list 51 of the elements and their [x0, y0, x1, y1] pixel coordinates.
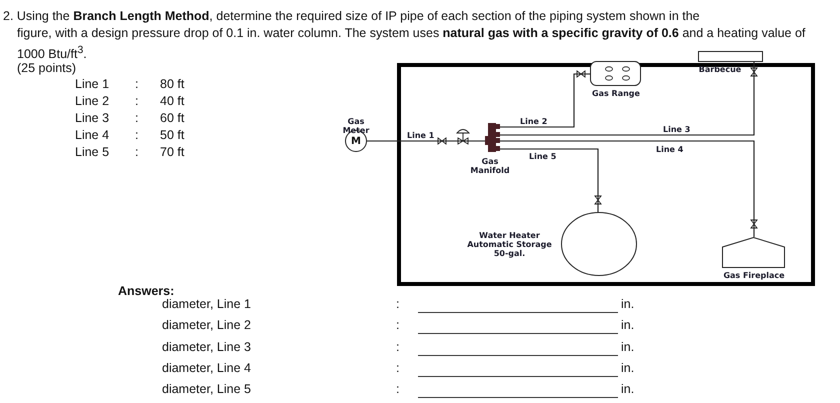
- appliance-label: Gas Range: [591, 89, 641, 98]
- label-text: (25 points): [17, 61, 76, 76]
- colon: :: [135, 128, 138, 143]
- colon: :: [396, 297, 400, 312]
- question-text: 2. Using the Branch Length Method, determine the required size of IP pipe of each section of the piping system shown in the figure, with a design pressure drop of 0.1 in. water column. The system uses natural gas with a specific gravity of 0.6 and a heating value of 1000 Btu/ft$^{3}$.: [3, 8, 806, 63]
- colon: :: [135, 145, 138, 160]
- appliance-label: Gas Fireplace: [722, 271, 786, 280]
- colon: :: [135, 111, 138, 126]
- label-text: in.: [621, 297, 634, 312]
- edge-label: Line 4: [655, 145, 684, 154]
- edge-label: Line 2: [519, 117, 548, 126]
- label-text: 80 ft: [160, 77, 184, 92]
- range-symbol: [590, 61, 641, 86]
- label-text: Line 3: [75, 111, 110, 126]
- label-text: in.: [621, 360, 634, 376]
- appliance-label: Water Heater Automatic Storage 50-gal.: [466, 231, 553, 258]
- label-text: Line 1: [75, 77, 110, 92]
- label-text: Line 2: [75, 94, 110, 109]
- colon: :: [135, 77, 138, 92]
- pipe-line: [500, 140, 755, 237]
- appliance-label: Barbecue: [698, 65, 742, 74]
- label-text: in.: [621, 318, 634, 334]
- label-text: Line 4: [75, 128, 110, 143]
- label-text: 70 ft: [160, 145, 184, 160]
- label-text: diameter, Line 4: [162, 360, 251, 376]
- edge-label: Line 1: [406, 131, 436, 140]
- manifold-symbol: [485, 123, 500, 152]
- colon: :: [396, 340, 400, 354]
- colon: :: [396, 360, 400, 376]
- edge-label: Line 5: [528, 152, 558, 161]
- label-text: Line 5: [75, 145, 110, 160]
- label-text: 60 ft: [160, 111, 184, 126]
- label-text: 50 ft: [160, 128, 184, 143]
- colon: :: [396, 318, 400, 334]
- label-text: diameter, Line 5: [162, 382, 251, 397]
- label-text: in.: [621, 382, 634, 397]
- fireplace-symbol: [722, 237, 785, 268]
- answers-heading: Answers:: [118, 284, 174, 299]
- tank-symbol: [561, 212, 637, 276]
- pipe-line: [500, 73, 590, 128]
- appliance-label: Gas Manifold: [469, 157, 511, 175]
- label-text: in.: [621, 340, 634, 354]
- colon: :: [396, 382, 400, 397]
- label-text: diameter, Line 3: [162, 340, 251, 354]
- pipe-line: [367, 140, 485, 142]
- label-text: 40 ft: [160, 94, 184, 109]
- appliance-box: [698, 51, 763, 62]
- label-text: diameter, Line 1: [162, 297, 251, 312]
- label-text: diameter, Line 2: [162, 318, 251, 334]
- colon: :: [135, 94, 138, 109]
- edge-label: Line 3: [662, 125, 692, 134]
